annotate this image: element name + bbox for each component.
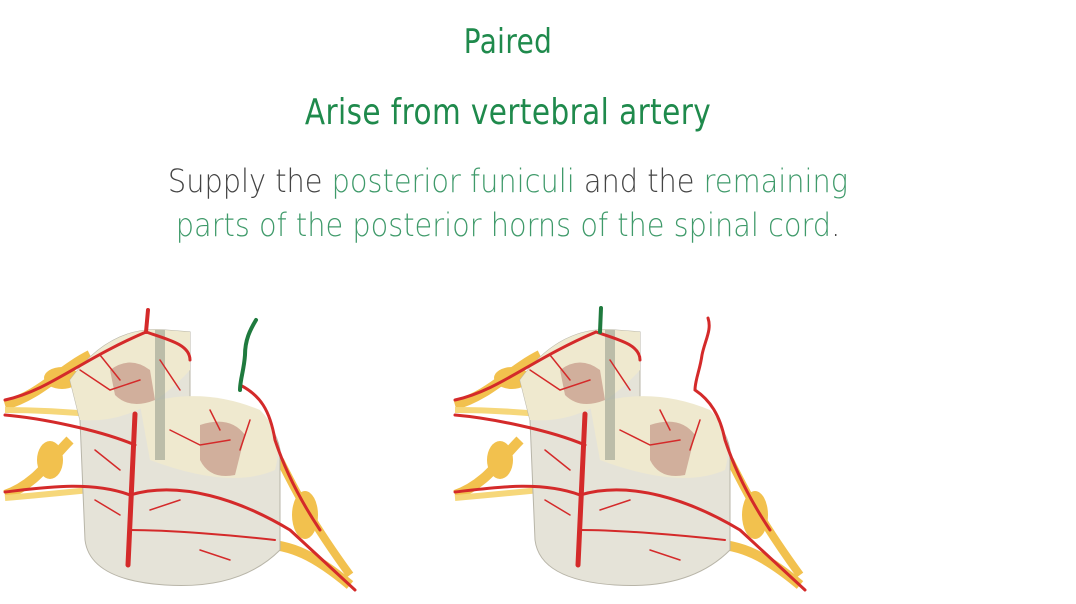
text-period: . xyxy=(831,206,841,244)
spinal-cord-body xyxy=(69,329,281,587)
text-segment: Supply the xyxy=(167,162,332,200)
spinal-cord-illustration-left xyxy=(3,308,357,592)
body-line-2: parts of the posterior horns of the spin… xyxy=(51,204,965,247)
arteries xyxy=(3,308,357,592)
text-segment: and the xyxy=(574,162,704,200)
spinal-cord-illustration-right xyxy=(453,306,807,592)
highlight-posterior-funiculi: posterior funiculi xyxy=(331,162,575,200)
arteries xyxy=(453,316,807,592)
highlight-remaining: remaining xyxy=(703,162,849,200)
highlighted-posterior-spinal-artery xyxy=(598,306,603,334)
spinal-cord-body xyxy=(519,329,731,587)
highlight-posterior-horns: parts of the posterior horns of the spin… xyxy=(175,206,832,244)
body-line-1: Supply the posterior funiculi and the re… xyxy=(51,160,965,203)
heading-paired: Paired xyxy=(463,22,553,62)
heading-origin: Arise from vertebral artery xyxy=(304,92,712,133)
highlighted-posterior-spinal-artery xyxy=(238,318,258,392)
